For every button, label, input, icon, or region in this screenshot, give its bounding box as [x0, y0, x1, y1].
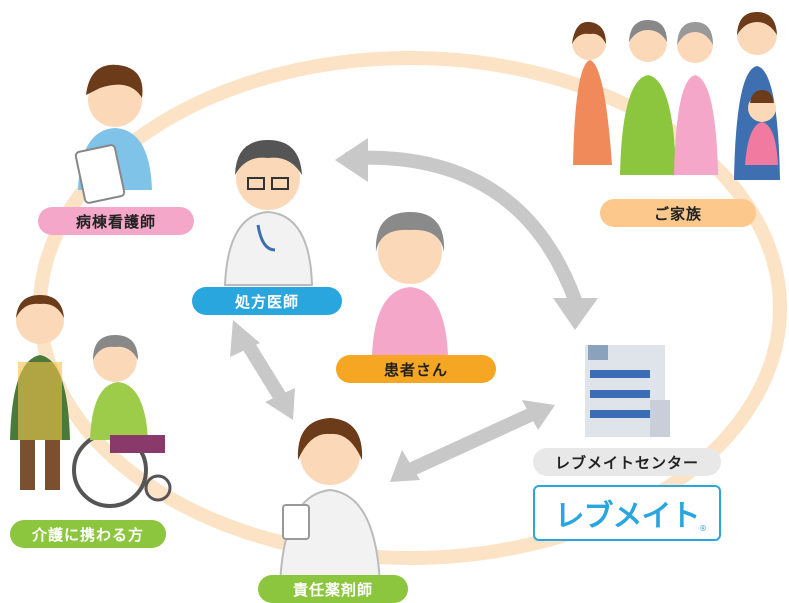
pharmacist-figure [278, 418, 382, 586]
arrow-head-doctor [335, 138, 368, 182]
care-label: 介護に携わる方 [10, 520, 166, 548]
arrow-head-center-left [522, 400, 555, 430]
patient-figure [372, 212, 448, 355]
center-building-icon [585, 345, 670, 437]
registered-mark: ® [699, 524, 707, 533]
revmate-logo: レブメイト ® [533, 485, 721, 541]
arrow-head-doctor-bottom [230, 320, 260, 357]
arrow-head-center-top [553, 298, 598, 330]
pharmacist-label: 責任薬剤師 [258, 575, 408, 603]
arrow-head-pharmacist-top [265, 388, 295, 420]
family-label: ご家族 [600, 199, 756, 227]
family-figures [572, 12, 780, 180]
arrow-doctor-to-center [343, 150, 582, 307]
arrow-pharmacist-center [403, 408, 537, 477]
wheelchair-figure [72, 335, 172, 508]
center-label: レブメイトセンター [533, 448, 721, 476]
caregiver-figure [10, 295, 70, 490]
doctor-figure [223, 140, 314, 286]
doctor-label: 処方医師 [192, 287, 342, 315]
arrow-head-pharmacist [390, 450, 420, 482]
nurse-figure [74, 64, 152, 204]
nurse-label: 病棟看護師 [38, 207, 194, 235]
arrow-doctor-pharmacist [238, 333, 289, 407]
patient-label: 患者さん [336, 355, 496, 383]
logo-text: レブメイト [554, 499, 701, 534]
